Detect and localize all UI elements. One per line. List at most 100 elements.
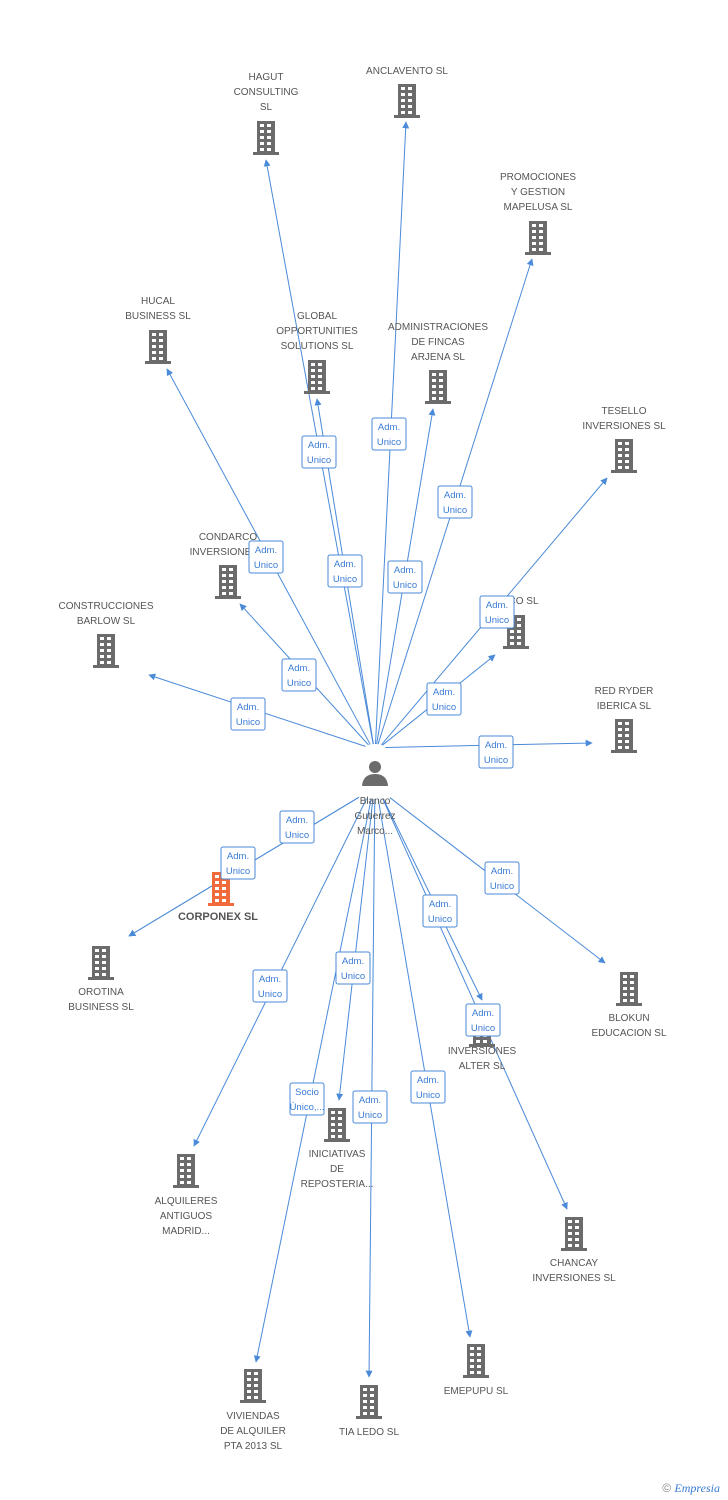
company-label[interactable]: OROTINA [78, 987, 124, 998]
building-icon[interactable] [394, 84, 420, 118]
company-label[interactable]: ALQUILERES [155, 1196, 218, 1207]
edge-label-box[interactable] [387, 560, 423, 594]
building-icon[interactable] [93, 634, 119, 668]
company-label[interactable]: REPOSTERIA... [301, 1179, 374, 1190]
company-label[interactable]: BUSINESS SL [68, 1002, 134, 1013]
company-node-corponex[interactable]: CORPONEX SL [178, 872, 258, 923]
company-label[interactable]: GLOBAL [297, 311, 337, 322]
edge-label-promociones[interactable]: Adm.Unico [437, 485, 473, 519]
company-node-alquileres[interactable]: ALQUILERES ANTIGUOS MADRID... [155, 1154, 218, 1237]
company-label[interactable]: MADRID... [162, 1226, 210, 1237]
company-label[interactable]: INICIATIVAS [309, 1149, 366, 1160]
building-icon[interactable] [240, 1369, 266, 1403]
edge-label-corponex[interactable]: Adm.Unico [220, 846, 256, 880]
edge-label-box[interactable] [327, 554, 363, 588]
edge-label-box[interactable] [422, 894, 458, 928]
company-label[interactable]: BLOKUN [608, 1013, 649, 1024]
person-label[interactable]: Gutierrez [354, 811, 395, 822]
building-icon[interactable] [304, 360, 330, 394]
company-label[interactable]: ANTIGUOS [160, 1211, 213, 1222]
edge-label-orotina[interactable]: Adm.Unico [279, 810, 315, 844]
edge-label-viviendas[interactable]: Adm.Unico [335, 951, 371, 985]
person-node[interactable]: BlancoGutierrezMarco... [354, 761, 396, 837]
company-label[interactable]: CONSULTING [234, 87, 299, 98]
company-label[interactable]: HUCAL [141, 296, 175, 307]
building-icon[interactable] [88, 946, 114, 980]
building-icon[interactable] [611, 719, 637, 753]
edge-label-bianco[interactable]: Adm.Unico [426, 682, 462, 716]
edge-label-redryder[interactable]: Adm.Unico [478, 735, 514, 769]
edge-label-box[interactable] [279, 810, 315, 844]
edge-label-tesello[interactable]: Adm.Unico [479, 595, 515, 629]
edge-label-box[interactable] [301, 435, 337, 469]
building-icon[interactable] [425, 370, 451, 404]
company-node-iniciativas[interactable]: INICIATIVAS DE REPOSTERIA... [301, 1108, 374, 1190]
company-label[interactable]: CHANCAY [550, 1258, 598, 1269]
building-icon[interactable] [611, 439, 637, 473]
company-node-global[interactable]: GLOBAL OPPORTUNITIES SOLUTIONS SL [276, 311, 358, 394]
edge-label-construcciones[interactable]: Adm.Unico [230, 697, 266, 731]
company-label[interactable]: B...CO SL [493, 596, 538, 607]
building-icon[interactable] [356, 1385, 382, 1419]
company-label[interactable]: TESELLO [601, 406, 646, 417]
company-label[interactable]: INVERSIONES SL [532, 1273, 616, 1284]
company-label[interactable]: EDUCACION SL [591, 1028, 666, 1039]
company-node-tesello[interactable]: TESELLO INVERSIONES SL [582, 406, 666, 473]
company-label[interactable]: INVERSIONES SL [582, 421, 666, 432]
edge-label-box[interactable] [335, 951, 371, 985]
company-label[interactable]: PTA 2013 SL [224, 1441, 283, 1452]
brand-logo[interactable]: Empresia [674, 1481, 720, 1495]
edge-label-box[interactable] [426, 682, 462, 716]
company-label[interactable]: CONDARCO [199, 532, 258, 543]
edge-label-blokun[interactable]: Adm.Unico [484, 861, 520, 895]
building-icon[interactable] [253, 121, 279, 155]
company-node-tialedo[interactable]: TIA LEDO SL [339, 1385, 399, 1438]
edge-label-box[interactable] [252, 969, 288, 1003]
company-node-anclavento[interactable]: ANCLAVENTO SL [366, 66, 448, 118]
edge-label-hagut[interactable]: Adm.Unico [301, 435, 337, 469]
edge-label-emepupu[interactable]: Adm.Unico [410, 1070, 446, 1104]
building-icon[interactable] [463, 1344, 489, 1378]
edge-label-box[interactable] [230, 697, 266, 731]
edge-label-box[interactable] [220, 846, 256, 880]
company-label[interactable]: OPPORTUNITIES [276, 326, 358, 337]
company-label[interactable]: MAPELUSA SL [504, 202, 573, 213]
company-node-condarco[interactable]: CONDARCO INVERSIONES... [190, 532, 267, 599]
company-label[interactable]: RED RYDER [595, 686, 654, 697]
person-icon[interactable] [362, 761, 388, 786]
edge-label-alquileres[interactable]: Adm.Unico [252, 969, 288, 1003]
company-label[interactable]: ARJENA SL [411, 352, 465, 363]
edge-label-iniciativas[interactable]: SocioÚnico,... [289, 1082, 325, 1116]
edge-label-box[interactable] [478, 735, 514, 769]
edge-label-tialedo[interactable]: Adm.Unico [352, 1090, 388, 1124]
edge-label-box[interactable] [289, 1082, 325, 1116]
company-label[interactable]: INVERSIONES [448, 1046, 517, 1057]
company-label[interactable]: DE FINCAS [411, 337, 465, 348]
company-label[interactable]: ADMINISTRACIONES [388, 322, 488, 333]
company-label[interactable]: IBERICA SL [597, 701, 652, 712]
company-label[interactable]: DE [330, 1164, 344, 1175]
company-label[interactable]: SOLUTIONS SL [281, 341, 354, 352]
edge-label-box[interactable] [248, 540, 284, 574]
building-icon[interactable] [215, 565, 241, 599]
company-label[interactable]: ANCLAVENTO SL [366, 66, 448, 77]
edge-label-anclavento[interactable]: Adm.Unico [371, 417, 407, 451]
edge-label-box[interactable] [465, 1003, 501, 1037]
company-label[interactable]: HAGUT [249, 72, 284, 83]
edge-label-global[interactable]: Adm.Unico [327, 554, 363, 588]
building-icon[interactable] [616, 972, 642, 1006]
company-label[interactable]: ALTER SL [459, 1061, 506, 1072]
company-label[interactable]: INVERSIONES... [190, 547, 267, 558]
company-label[interactable]: TIA LEDO SL [339, 1427, 399, 1438]
building-icon[interactable] [525, 221, 551, 255]
edge-label-box[interactable] [484, 861, 520, 895]
edge-label-chancay[interactable]: Adm.Unico [465, 1003, 501, 1037]
company-node-orotina[interactable]: OROTINA BUSINESS SL [68, 946, 134, 1013]
company-label[interactable]: PROMOCIONES [500, 172, 576, 183]
building-icon[interactable] [208, 872, 234, 906]
company-node-redryder[interactable]: RED RYDER IBERICA SL [595, 686, 654, 753]
